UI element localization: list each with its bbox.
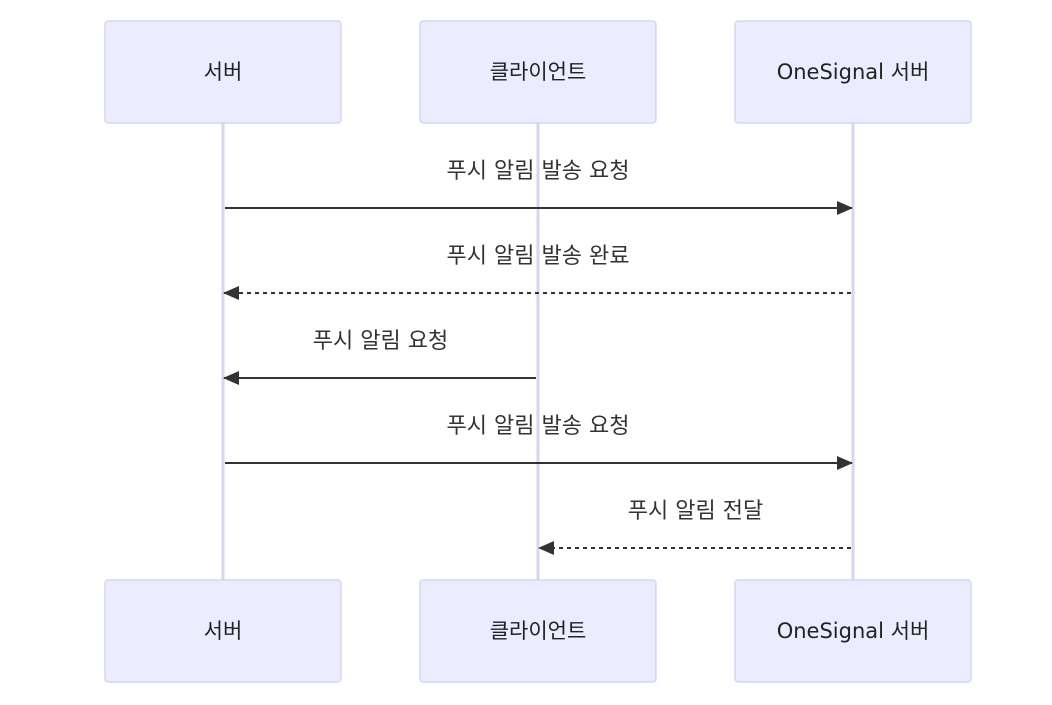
actor-label: 서버 [204, 60, 243, 84]
message-label: 푸시 알림 발송 요청 [447, 159, 630, 184]
actor-onesignal-top: OneSignal 서버 [734, 20, 972, 124]
actor-box [104, 20, 342, 124]
actor-label: 서버 [204, 619, 243, 643]
actor-client-top: 클라이언트 [419, 20, 657, 124]
actor-box [104, 579, 342, 683]
message-label: 푸시 알림 발송 요청 [447, 414, 630, 439]
message-2: 푸시 알림 발송 완료 [223, 244, 851, 300]
actor-box [734, 20, 972, 124]
actor-box [419, 20, 657, 124]
actor-label: 클라이언트 [490, 619, 587, 643]
message-1: 푸시 알림 발송 요청 [225, 159, 853, 215]
message-label: 푸시 알림 요청 [313, 329, 448, 354]
lifelines [221, 123, 855, 580]
message-3: 푸시 알림 요청 [223, 329, 536, 385]
message-4: 푸시 알림 발송 요청 [225, 414, 853, 470]
actors-top: 서버 클라이언트 OneSignal 서버 [104, 20, 972, 124]
actor-server-bottom: 서버 [104, 579, 342, 683]
actor-onesignal-bottom: OneSignal 서버 [734, 579, 972, 683]
message-label: 푸시 알림 발송 완료 [447, 244, 630, 269]
actor-label: OneSignal 서버 [777, 60, 930, 84]
actor-client-bottom: 클라이언트 [419, 579, 657, 683]
actor-server-top: 서버 [104, 20, 342, 124]
message-5: 푸시 알림 전달 [538, 499, 851, 555]
actors-bottom: 서버 클라이언트 OneSignal 서버 [104, 579, 972, 683]
actor-box [734, 579, 972, 683]
actor-label: 클라이언트 [490, 60, 587, 84]
actor-label: OneSignal 서버 [777, 619, 930, 643]
actor-box [419, 579, 657, 683]
message-label: 푸시 알림 전달 [628, 499, 763, 524]
